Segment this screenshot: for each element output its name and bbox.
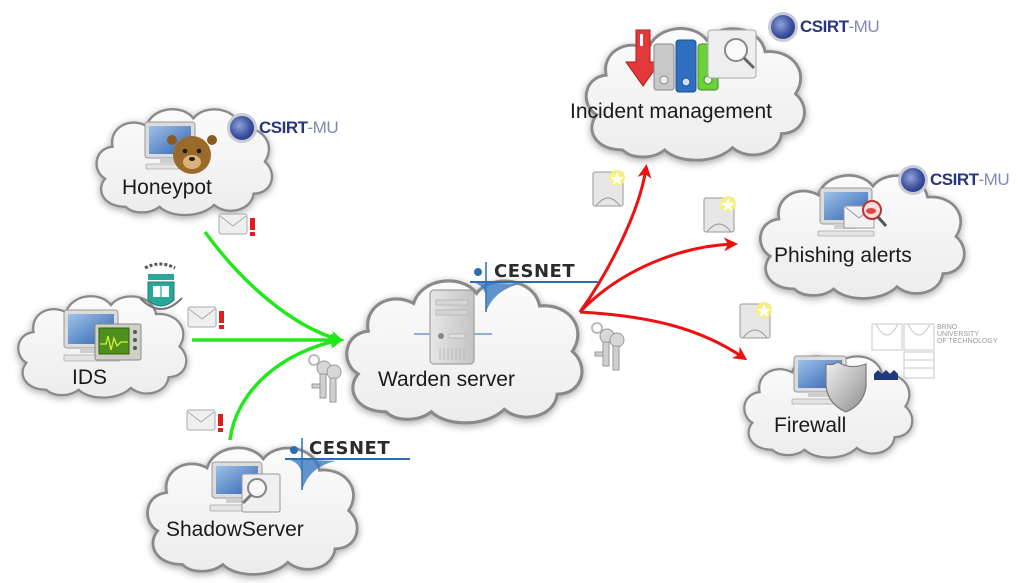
alert-envelope-icon <box>187 306 224 329</box>
cesnet-logo-text: CESNET <box>494 261 576 282</box>
server-icon <box>414 289 492 365</box>
cesnet-logo-text: CESNET <box>309 438 391 459</box>
csirt-logo-suffix: -MU <box>978 170 1010 189</box>
csirt-mu-logo: CSIRT-MU <box>898 165 1010 195</box>
node-label-firewall: Firewall <box>774 414 847 437</box>
globe-icon <box>768 12 798 42</box>
brno-ut-logo-mark <box>871 323 935 379</box>
arrow-warden-to-incident <box>578 164 652 313</box>
phishing-computer-icon <box>817 187 888 237</box>
arrow-honeypot-to-warden <box>203 230 344 345</box>
node-label-incident: Incident management <box>570 100 772 123</box>
new-message-envelope-icon <box>739 302 772 339</box>
brno-ut-logo-text: BRNO UNIVERSITY OF TECHNOLOGY <box>937 324 998 345</box>
csirt-logo-text: CSIRT <box>930 170 979 189</box>
new-message-envelope-icon <box>592 170 625 207</box>
binders-icon <box>625 29 757 93</box>
globe-icon <box>898 165 928 195</box>
csirt-logo-text: CSIRT <box>259 118 308 137</box>
keys-icon <box>591 322 625 371</box>
globe-icon <box>227 113 257 143</box>
vut-emblem-icon <box>874 370 898 380</box>
node-label-shadowserver: ShadowServer <box>166 518 304 541</box>
node-label-honeypot: Honeypot <box>122 176 212 199</box>
cesnet-logo-mark <box>285 438 410 490</box>
search-computer-icon <box>209 461 281 513</box>
csirt-logo-suffix: -MU <box>307 118 339 137</box>
ids-monitor-icon <box>63 309 142 362</box>
alert-envelope-icon <box>186 409 223 432</box>
arrow-warden-to-firewall <box>579 310 748 361</box>
alert-envelope-icon <box>218 213 255 236</box>
node-label-warden: Warden server <box>378 368 515 391</box>
csirt-mu-logo: CSIRT-MU <box>768 12 880 42</box>
shield-computer-icon <box>791 355 867 413</box>
honeypot-bear-icon <box>144 121 217 174</box>
cesnet-logo-mark <box>470 262 598 312</box>
arrow-shadowserver-to-warden <box>228 335 344 441</box>
csirt-logo-suffix: -MU <box>848 17 880 36</box>
node-label-ids: IDS <box>72 366 108 389</box>
csirt-logo-text: CSIRT <box>800 17 849 36</box>
node-label-phishing: Phishing alerts <box>774 244 912 267</box>
keys-icon <box>308 354 342 403</box>
university-crest-icon <box>139 262 183 310</box>
arrow-warden-to-phishing <box>578 237 738 314</box>
csirt-mu-logo: CSIRT-MU <box>227 113 339 143</box>
new-message-envelope-icon <box>703 196 736 233</box>
